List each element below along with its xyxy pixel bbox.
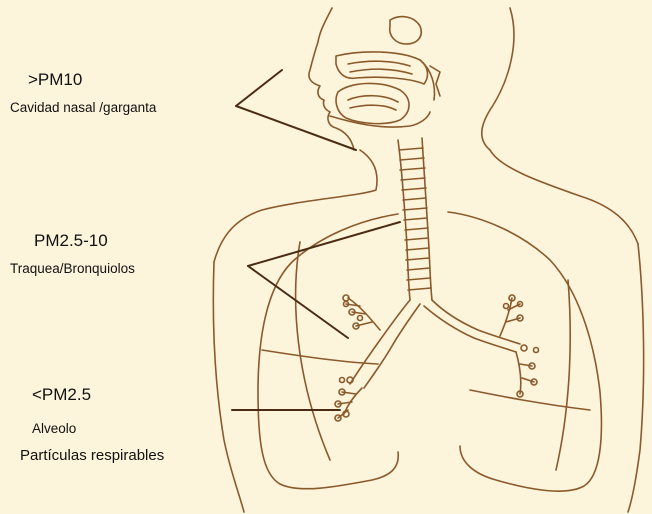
mouth-tongue [336,83,409,123]
label-pm10-region: Cavidad nasal /garganta [10,100,156,115]
head-outline [309,8,354,150]
pharynx [420,60,440,100]
palate [330,112,430,127]
bronchioles-right-lower [516,352,534,394]
shoulder-right [490,150,638,244]
bronchus-left-inner [364,304,420,388]
tongue-detail [348,96,398,110]
neck-front [214,150,377,262]
label-pm10-size: >PM10 [28,70,82,90]
lung-left [258,214,398,489]
torso-left [213,262,244,512]
label-pm25-note: Partículas respirables [20,447,164,464]
label-pm25-10-size: PM2.5-10 [34,231,108,251]
bronchioles-left-upper [346,298,380,330]
nasal-cavity [336,52,427,84]
pointer-line-pm10-upper [236,70,282,106]
torso-right [628,244,644,512]
lung-right-fissure [470,390,590,410]
label-pm25-region: Alveolo [32,421,76,436]
nasal-turbinates [348,61,412,74]
pointer-line-pm25-10-upper [248,222,400,266]
trachea-rings [399,148,431,290]
lung-left-lobe [296,242,330,460]
lung-right-lobe [556,280,570,470]
label-pm25-10-region: Traquea/Bronquiolos [10,261,135,276]
head-back [482,8,514,150]
label-pm25-size: <PM2.5 [32,385,91,405]
lung-left-fissure [262,350,378,364]
sinus-top [390,17,422,44]
